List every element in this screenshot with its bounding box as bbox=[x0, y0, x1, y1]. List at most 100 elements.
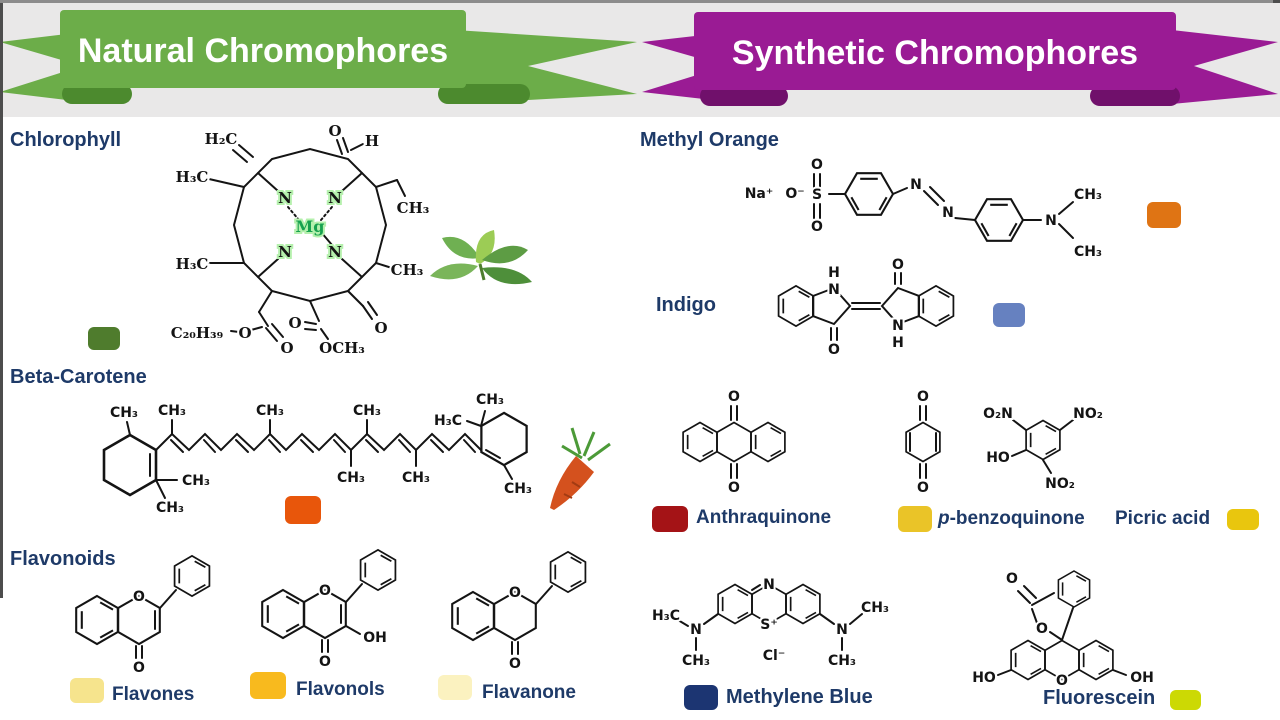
atom-label: N bbox=[278, 189, 292, 207]
carrot-image bbox=[550, 427, 611, 510]
atom-label: O bbox=[133, 660, 145, 676]
anthraquinone-structure: O O bbox=[682, 387, 786, 498]
banner-ribbons: Natural Chromophores Synthetic Chromopho… bbox=[0, 10, 1278, 106]
ribbon-band bbox=[60, 10, 466, 88]
atom-label: N bbox=[828, 282, 840, 298]
atom-label: OH bbox=[363, 630, 387, 646]
table-divider-vertical bbox=[0, 0, 2, 598]
atom-label: O bbox=[728, 389, 740, 405]
atom-label: O bbox=[917, 389, 929, 405]
atom-label: O₂N bbox=[983, 406, 1013, 422]
benzoquinone-structure: O O bbox=[905, 387, 941, 498]
atom-label: CH₃ bbox=[682, 653, 710, 669]
ribbon-natural: Natural Chromophores bbox=[0, 10, 637, 104]
atom-label: OH bbox=[1130, 670, 1154, 686]
ribbon-synthetic: Synthetic Chromophores bbox=[642, 12, 1278, 106]
picric-acid-structure: O₂N NO₂ HO NO₂ bbox=[981, 404, 1105, 494]
picric-acid-label: Picric acid bbox=[1115, 508, 1211, 529]
atom-label: O bbox=[828, 342, 840, 358]
chlorophyll-structure: H₂C O H H₃C CH₃ N N Mg N N H₃C CH₃ C₂₀H₃… bbox=[169, 122, 432, 358]
atom-label: CH₃ bbox=[391, 261, 424, 279]
atom-label: CH₃ bbox=[861, 600, 889, 616]
atom-label: N bbox=[1045, 213, 1057, 229]
atom-label: HO bbox=[986, 450, 1010, 466]
atom-label: CH₃ bbox=[353, 403, 381, 419]
atom-label: Na⁺ bbox=[745, 186, 773, 202]
ribbon-tail-right bbox=[1172, 30, 1278, 104]
leaf-image bbox=[430, 230, 532, 285]
ribbon-fold bbox=[700, 86, 788, 106]
beta-carotene-structure: CH₃ CH₃ CH₃ CH₃ CH₃ CH₃ CH₃ CH₃ CH₃ H₃C … bbox=[102, 390, 534, 518]
benzoquinone-swatch bbox=[898, 506, 932, 532]
atom-label: N bbox=[278, 243, 292, 261]
atom-label: H₃C bbox=[176, 168, 209, 186]
atom-label: CH₃ bbox=[476, 392, 504, 408]
atom-label: CH₃ bbox=[828, 653, 856, 669]
table-row-line-2 bbox=[0, 0, 1273, 3]
flavones-label: Flavones bbox=[112, 684, 195, 705]
atom-label: HO bbox=[972, 670, 996, 686]
flavonoids-title: Flavonoids bbox=[10, 548, 116, 570]
atom-label: O bbox=[509, 585, 521, 601]
beta-carotene-swatch bbox=[285, 496, 321, 524]
picric-acid-swatch bbox=[1227, 509, 1259, 530]
atom-label: O bbox=[1036, 621, 1048, 637]
methylene-blue-structure: N S⁺ H₃C N CH₃ Cl⁻ N CH₃ CH₃ bbox=[650, 575, 891, 671]
atom-label: O bbox=[374, 319, 387, 337]
atom-label: H₂C bbox=[205, 130, 238, 148]
atom-label: CH₃ bbox=[110, 405, 138, 421]
atom-label: O bbox=[892, 258, 904, 273]
atom-label: Cl⁻ bbox=[763, 648, 785, 664]
flavonols-structure: O OH O bbox=[261, 549, 397, 672]
atom-label: O bbox=[1056, 673, 1068, 689]
atom-label: N bbox=[910, 177, 922, 193]
ribbon-fold bbox=[62, 84, 132, 104]
atom-label: N bbox=[763, 577, 775, 593]
atom-label: N bbox=[328, 243, 342, 261]
atom-label: O bbox=[728, 480, 740, 496]
fluorescein-label: Fluorescein bbox=[1043, 687, 1156, 709]
banner-synthetic-title: Synthetic Chromophores bbox=[732, 34, 1138, 72]
atom-label: N bbox=[892, 318, 904, 334]
indigo-structure: H N O O N H bbox=[777, 258, 955, 358]
atom-label: NO₂ bbox=[1073, 406, 1103, 422]
methyl-orange-swatch bbox=[1147, 202, 1181, 228]
ribbon-fold bbox=[438, 84, 530, 104]
fluorescein-structure: O O O HO OH bbox=[970, 569, 1156, 691]
atom-label: OCH₃ bbox=[319, 339, 365, 357]
atom-label: O bbox=[1006, 571, 1018, 587]
benzoquinone-label-rest: -benzoquinone bbox=[949, 508, 1085, 529]
methyl-orange-title: Methyl Orange bbox=[640, 129, 779, 151]
atom-label: H bbox=[892, 335, 904, 351]
ribbon-band bbox=[694, 12, 1176, 90]
atom-label: H₃C bbox=[434, 413, 462, 429]
banner-natural-title: Natural Chromophores bbox=[78, 32, 448, 70]
atom-label: CH₃ bbox=[1074, 187, 1102, 203]
atom-label: CH₃ bbox=[256, 403, 284, 419]
atom-label: N bbox=[942, 205, 954, 221]
atom-label: H bbox=[828, 265, 840, 281]
atom-label: O bbox=[328, 122, 341, 140]
atom-label: N bbox=[836, 622, 848, 638]
fluorescein-swatch bbox=[1170, 690, 1201, 710]
atom-label: CH₃ bbox=[397, 199, 430, 217]
indigo-swatch bbox=[993, 303, 1025, 327]
atom-label: CH₃ bbox=[182, 473, 210, 489]
atom-label: CH₃ bbox=[402, 470, 430, 486]
flavanone-structure: O O bbox=[451, 551, 587, 674]
mg-label: Mg bbox=[296, 217, 325, 236]
atom-label: H₃C bbox=[176, 255, 209, 273]
atom-label: O bbox=[509, 656, 521, 672]
chlorophyll-swatch bbox=[88, 327, 120, 350]
atom-label: O bbox=[319, 654, 331, 670]
flavones-swatch bbox=[70, 678, 104, 703]
atom-label: O bbox=[288, 314, 301, 332]
atom-label: S⁺ bbox=[760, 617, 777, 633]
atom-label: C₂₀H₃₉ bbox=[171, 324, 223, 342]
chlorophyll-title: Chlorophyll bbox=[10, 129, 122, 151]
atom-label: O bbox=[280, 339, 293, 357]
beta-carotene-title: Beta-Carotene bbox=[10, 366, 147, 388]
atom-label: N bbox=[690, 622, 702, 638]
atom-label: O bbox=[133, 589, 145, 605]
atom-label: O bbox=[811, 157, 823, 173]
